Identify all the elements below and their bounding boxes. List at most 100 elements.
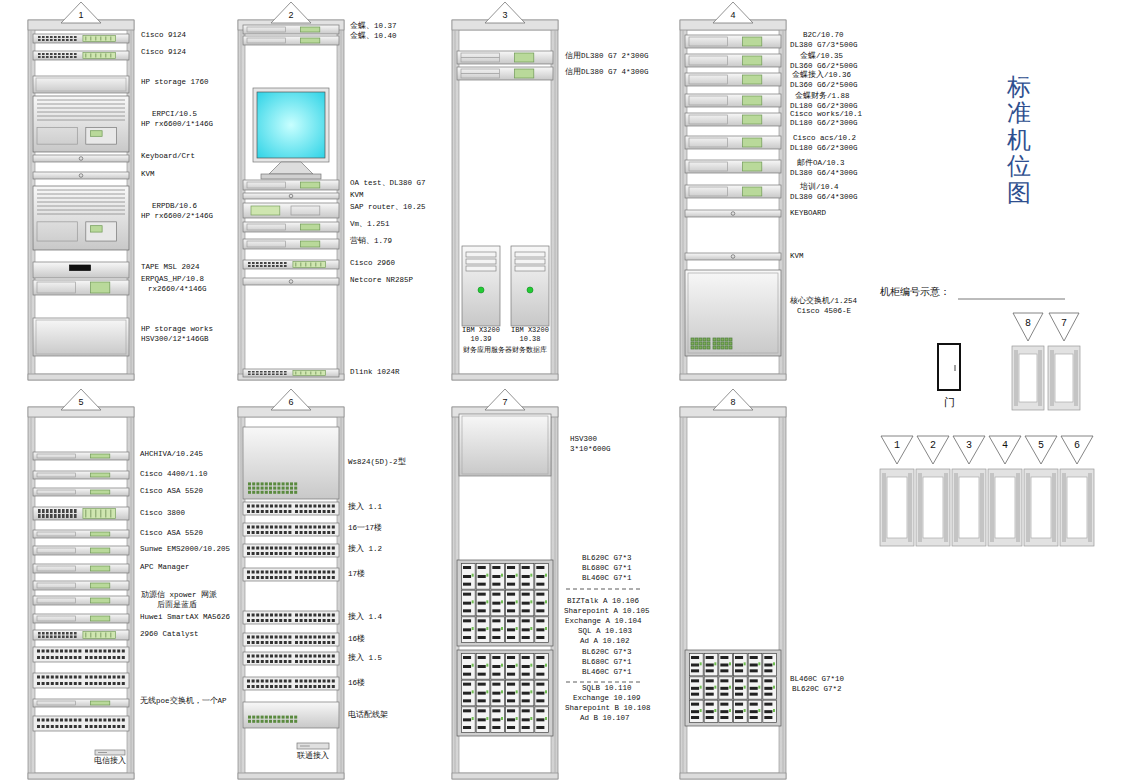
device-label: B2C/10.70 [803,32,844,40]
rack-outline [238,20,344,380]
blade-server [506,564,520,590]
monitor-screen [257,92,325,158]
server-unit [685,35,781,48]
rack-device [95,750,125,755]
server-unit [33,452,129,460]
blade-light [472,664,474,667]
patch-port [261,571,264,574]
label-holder: KVM [141,171,155,179]
patch-port [275,531,278,534]
switch-tick [100,37,101,41]
mini-rack-post [1014,350,1018,406]
blade-vent [764,687,772,690]
blade-light [773,662,775,665]
rack-device [33,564,129,573]
switch-port [248,371,251,373]
mini-rack-interior [995,477,1015,538]
blade-server [476,590,490,616]
device-label: 金蝶/10.35 [800,53,843,61]
blade-server [506,617,520,643]
device-label: 10.39 [470,336,491,343]
patch-port [122,656,125,659]
label-holder: HSV300/12*146GB [141,336,209,344]
blade-light [516,627,518,630]
patch-port [74,725,77,728]
front-panel [743,162,762,171]
patch-port [275,641,278,644]
blade-server [491,590,505,616]
blade-light [516,574,518,577]
switch-port [269,487,272,490]
switch-port [294,491,297,494]
patch-port [78,725,81,728]
blade-vent [536,583,544,586]
patch-port [65,650,68,653]
patch-port [261,685,264,688]
label-holder: BL620C G7*3 [582,649,632,657]
blade-server [491,707,505,733]
patch-port [309,614,312,617]
blade-vent [522,718,530,721]
blade-vent [735,703,743,706]
patch-port [60,676,63,679]
blade-vent [478,628,486,631]
switch-port [66,53,69,55]
patch-port [332,636,335,639]
mini-rack [1012,346,1044,410]
label-holder: 金蝶、10.37 [350,23,397,31]
switch-port [62,36,65,38]
switch-port [58,636,61,639]
label-holder: KEYBOARD [790,210,826,218]
switch-port [50,39,53,41]
patch-port [304,531,307,534]
patch-port [94,725,97,728]
patch-port [295,526,298,529]
blade-vent [507,683,515,686]
blade-vent [536,692,544,695]
switch-port [66,39,69,41]
switch-port [62,56,65,58]
patch-port [69,676,72,679]
blade-server [462,707,476,733]
patch-port [332,641,335,644]
blade-vent [764,664,772,667]
switch-port [248,487,251,490]
device-label: HP storage 1760 [141,79,209,87]
device-label: 邮件OA/10.3 [797,160,845,168]
blade-vent [522,699,530,702]
switch-port [713,342,716,345]
mini-rack [988,469,1022,546]
device-label: 金蝶、10.37 [350,23,397,31]
switch-port [50,509,53,513]
switch-tick [100,633,101,638]
patch-port [284,660,287,663]
blade-enclosure [457,560,553,646]
label-holder: 6 [1074,441,1080,452]
switch-port [46,53,49,55]
rack-device [33,155,129,162]
patch-port [261,680,264,683]
tower-server [511,246,549,326]
patch-port [279,531,282,534]
drive-bay [247,241,285,247]
server-unit [243,239,339,249]
device-label: 机柜编号示意： [880,288,950,299]
blade-vent [536,619,544,622]
rack-frame [452,2,558,380]
drive-divider [461,73,499,74]
switch-port [713,346,716,349]
blade-server [462,590,476,616]
device-label: Cisco 4400/1.10 [140,471,208,479]
switch-port [46,39,49,41]
rack-number-triangle [953,436,985,464]
label-holder: HP rx6600/2*146G [141,213,213,221]
chassis-slot [37,116,125,117]
patch-port [270,614,273,617]
blade-vent [706,703,714,706]
blade-light [758,709,760,712]
patch-port [300,531,303,534]
switch-port [256,262,259,264]
patch-port [288,547,291,550]
blade-enclosure [685,650,781,726]
device-label: ERPDB/10.6 [152,203,197,211]
